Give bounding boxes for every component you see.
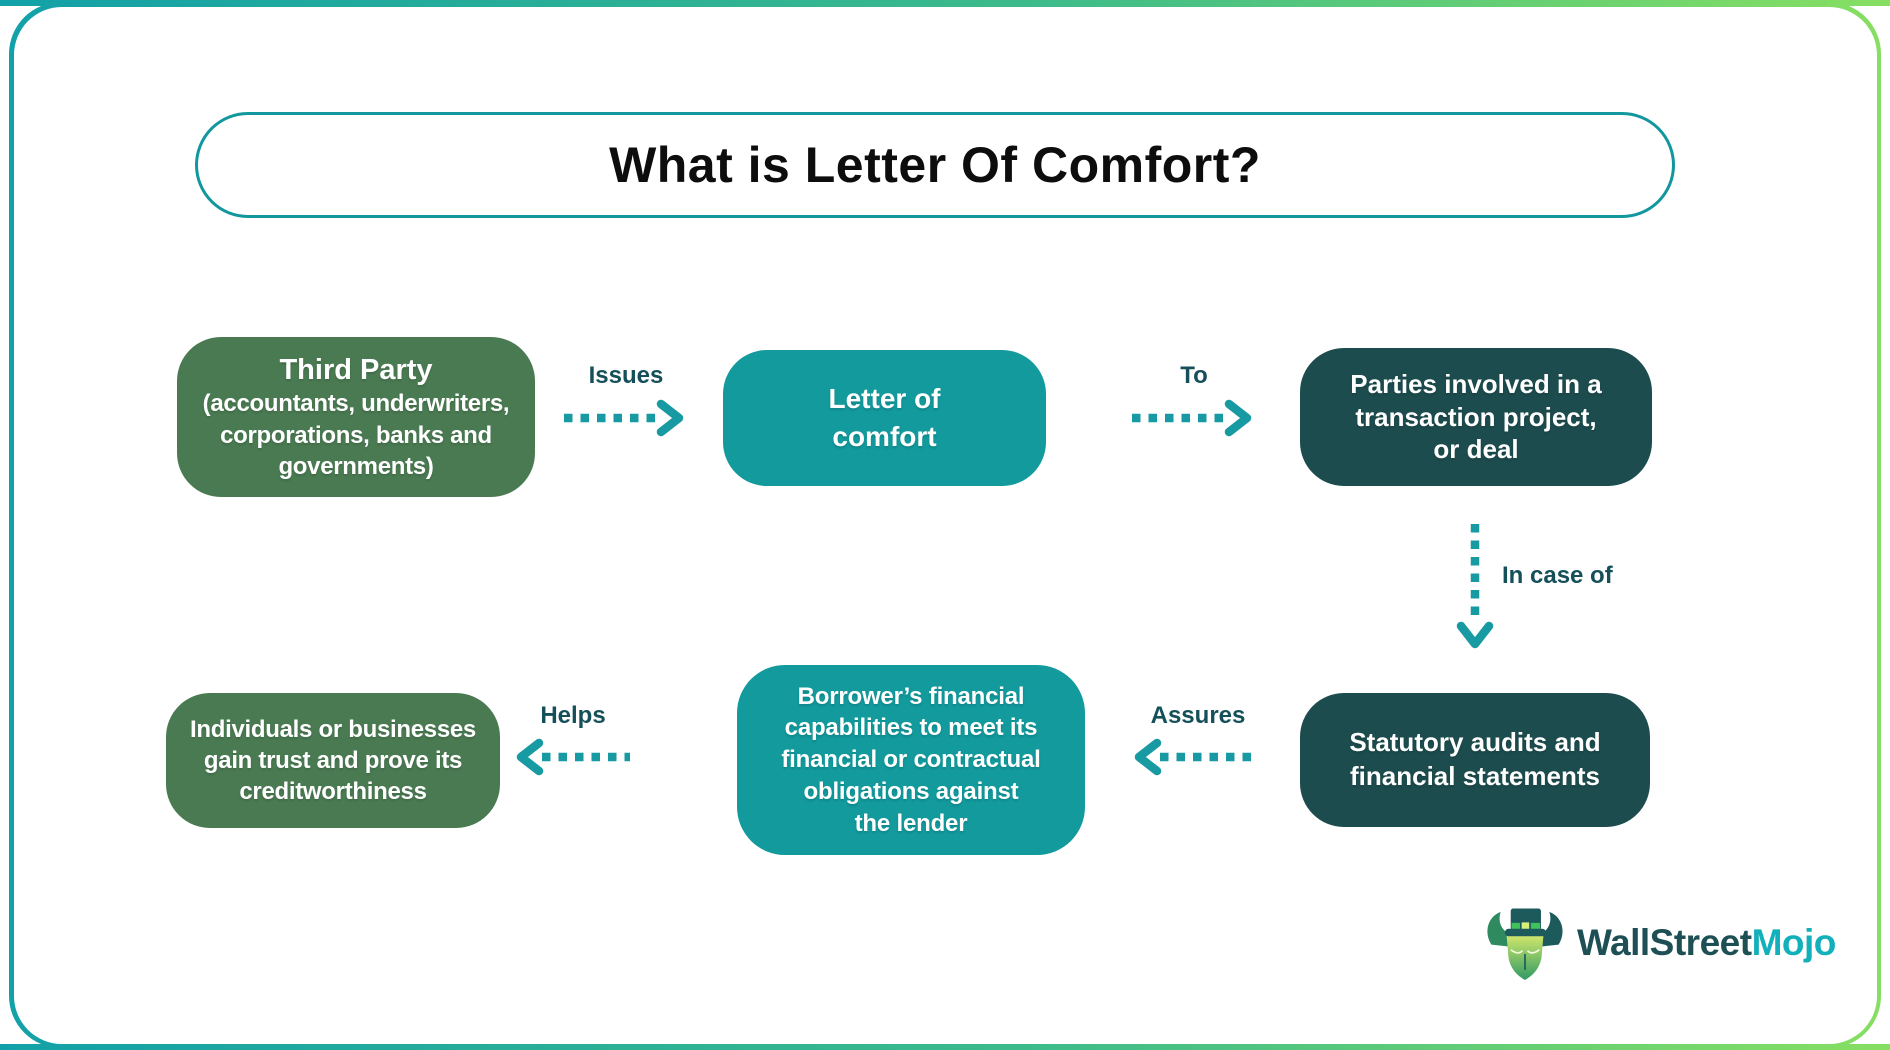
helps-label: Helps — [540, 702, 606, 729]
statutory-audits-box: Statutory audits and financial statement… — [1300, 693, 1650, 827]
individuals-trust-text: Individuals or businesses gain trust and… — [190, 715, 476, 806]
letter-of-comfort-box: Letter of comfort — [723, 350, 1046, 486]
assures-arrow-left-icon — [1134, 738, 1258, 776]
borrower-capabilities-box: Borrower’s financial capabilities to mee… — [737, 665, 1085, 855]
third-party-heading: Third Party — [279, 354, 433, 387]
to-arrow-right-icon — [1132, 399, 1252, 437]
individuals-trust-box: Individuals or businesses gain trust and… — [166, 693, 500, 828]
parties-involved-text: Parties involved in a transaction projec… — [1350, 369, 1602, 465]
outer-border-frame — [9, 2, 1881, 1048]
wallstreetmojo-logo: WallStreetMojo — [1483, 901, 1836, 985]
third-party-box: Third Party (accountants, underwriters, … — [177, 337, 535, 497]
in-case-of-arrow-down-icon — [1456, 524, 1494, 649]
assures-label: Assures — [1150, 702, 1246, 729]
statutory-audits-text: Statutory audits and financial statement… — [1349, 727, 1601, 791]
parties-involved-box: Parties involved in a transaction projec… — [1300, 348, 1652, 486]
page-title: What is Letter Of Comfort? — [609, 137, 1261, 193]
logo-wordmark: WallStreetMojo — [1577, 922, 1836, 964]
logo-text-mojo: Mojo — [1751, 922, 1837, 963]
letter-of-comfort-text: Letter of comfort — [828, 383, 941, 452]
to-label: To — [1180, 362, 1208, 389]
bull-logo-icon — [1487, 908, 1563, 980]
helps-arrow-left-icon — [516, 738, 630, 776]
in-case-of-label: In case of — [1502, 562, 1613, 589]
logo-text-wallstreet: WallStreet — [1577, 922, 1752, 963]
bottom-edge-gradient-bar — [0, 1044, 1890, 1050]
borrower-capabilities-text: Borrower’s financial capabilities to mee… — [781, 682, 1041, 837]
third-party-text: (accountants, underwriters, corporations… — [202, 390, 510, 480]
issues-arrow-right-icon — [564, 399, 684, 437]
issues-label: Issues — [588, 362, 664, 389]
title-pill: What is Letter Of Comfort? — [195, 112, 1675, 218]
inner-white-panel — [13, 6, 1877, 1044]
